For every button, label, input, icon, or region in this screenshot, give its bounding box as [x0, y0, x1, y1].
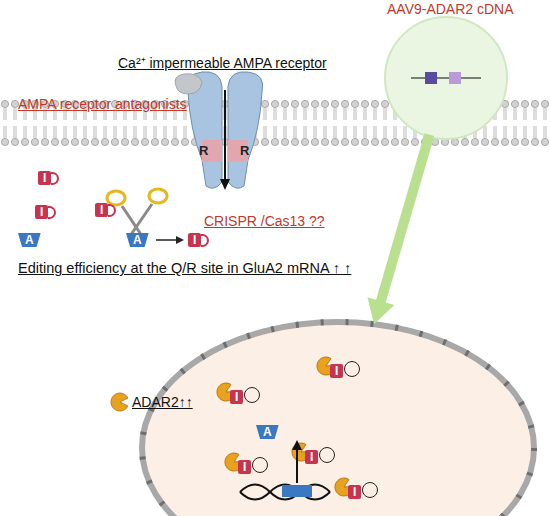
tool-label: CRISPR /Cas13 ??	[204, 213, 325, 229]
cell-nucleus-shape	[138, 318, 538, 516]
edited-mrna: I	[230, 390, 243, 404]
residue-label: R	[199, 143, 208, 158]
adar2-symbol	[111, 393, 128, 411]
nuclear-pores	[142, 322, 534, 516]
statement-label: Editing efficiency at the Q/R site in Gl…	[18, 260, 351, 276]
vector-outline	[385, 17, 507, 139]
aav-vector: AAV9-ADAR2 cDNA	[383, 15, 509, 141]
nucleus-outline	[142, 322, 534, 516]
edited-mrna: I	[348, 485, 361, 499]
drug-label: AMPA receptor antagonists	[18, 96, 187, 112]
scissor-handle	[107, 191, 125, 205]
ampa-receptor: Ca²⁺ impermeable AMPA receptor	[110, 50, 350, 190]
node-text: AAV9-ADAR2 cDNA	[387, 1, 514, 17]
residue-label: R	[240, 143, 249, 158]
arrow-head	[220, 179, 230, 190]
edited-mrna: I	[238, 460, 251, 474]
scissor-blade	[122, 206, 142, 236]
edited-mrna: I	[95, 203, 108, 217]
node-text: Ca²⁺ impermeable AMPA receptor	[118, 53, 327, 72]
node-text: ADAR2↑↑	[132, 394, 193, 410]
scissors	[107, 189, 167, 236]
arrow-head	[176, 236, 184, 244]
arrow-shaft	[380, 135, 429, 303]
antagonist	[175, 74, 202, 94]
edited-mrna: I	[305, 450, 318, 464]
promoter-block	[425, 72, 437, 84]
arrow-head	[367, 297, 394, 324]
unedited-mrna: A	[126, 233, 149, 247]
conversion-arrow	[156, 239, 178, 241]
cell-nucleus: ADAR2↑↑	[138, 318, 538, 516]
ion-flow-arrow	[224, 90, 226, 180]
plasmid-line	[411, 77, 481, 79]
edited-mrna: I	[35, 205, 48, 219]
edited-mrna: I	[188, 233, 201, 247]
edited-mrna: I	[38, 171, 51, 185]
aav-vector-shape	[383, 15, 509, 141]
edited-mrna: I	[330, 364, 343, 378]
cdna-block	[449, 72, 461, 84]
scissor-handle	[149, 189, 167, 203]
vector-delivery-arrow	[367, 135, 429, 325]
unedited-mrna: A	[18, 233, 41, 247]
receptor-subunit	[228, 72, 263, 188]
scissor-blade	[130, 204, 152, 236]
